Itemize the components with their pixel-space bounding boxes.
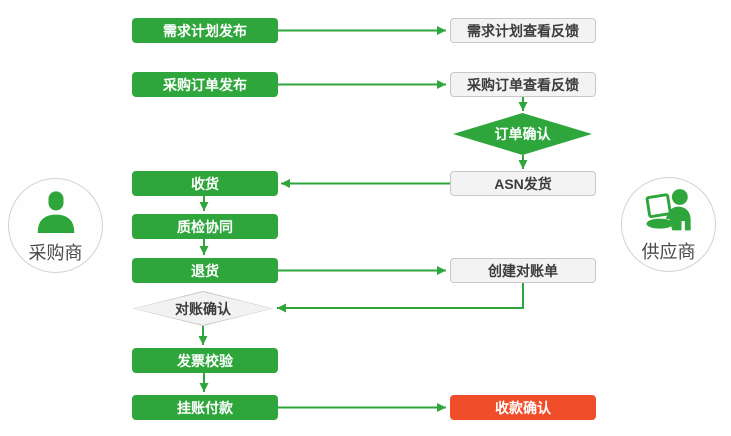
node-demand-plan-publish: 需求计划发布 <box>132 18 278 43</box>
person-bust-icon <box>37 191 74 233</box>
node-receipt-confirm: 收款确认 <box>450 395 596 420</box>
node-po-feedback: 采购订单查看反馈 <box>450 72 596 97</box>
node-po-publish: 采购订单发布 <box>132 72 278 97</box>
actor-supplier: 供应商 <box>621 177 716 272</box>
node-receive-goods: 收货 <box>132 171 278 196</box>
person-laptop-icon <box>645 189 691 231</box>
node-order-confirm: 订单确认 <box>453 113 592 155</box>
actor-supplier-label: 供应商 <box>641 242 696 262</box>
node-create-statement: 创建对账单 <box>450 258 596 283</box>
node-invoice-verify: 发票校验 <box>132 348 278 373</box>
node-label: 订单确认 <box>494 126 551 142</box>
node-statement-confirm: 对账确认 <box>133 291 273 326</box>
node-demand-plan-feedback: 需求计划查看反馈 <box>450 18 596 43</box>
node-label: 对账确认 <box>175 300 231 317</box>
node-return-goods: 退货 <box>132 258 278 283</box>
node-payment: 挂账付款 <box>132 395 278 420</box>
actor-buyer: 采购商 <box>8 178 103 273</box>
node-quality-check: 质检协同 <box>132 214 278 239</box>
actor-buyer-label: 采购商 <box>28 243 83 263</box>
node-asn-ship: ASN发货 <box>450 171 596 196</box>
